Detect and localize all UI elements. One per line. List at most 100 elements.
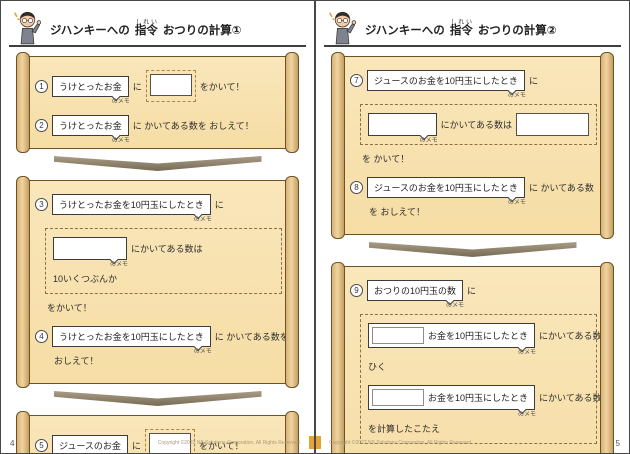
memo-label-text: うけとったお金を10円玉にしたとき [59, 332, 204, 342]
memo-label-text: お金を10円玉にしたとき [428, 393, 529, 403]
step-text: おしえて！ [54, 356, 99, 366]
answer-box[interactable] [372, 327, 424, 344]
scroll-panel-4: 7 ジュースのお金を10円玉にしたときのメモ に のメモ にかいてある数は を … [331, 52, 614, 239]
answer-box[interactable] [516, 113, 589, 136]
step-text: に [528, 76, 538, 86]
memo-suffix: のメモ [446, 303, 465, 309]
memo-suffix: のメモ [419, 138, 438, 144]
page-header: ジハンキーへの指令しれいおつりの計算② [324, 5, 621, 47]
page-number: 5 [615, 439, 620, 448]
answer-memo-box[interactable]: のメモ [368, 113, 438, 144]
group-row: のメモ にかいてある数は [53, 237, 274, 268]
step-number: 4 [35, 330, 48, 343]
scroll-panel-1: 1 うけとったお金のメモ に をかいて！ 2 うけとったお金のメモ に かいてあ… [16, 52, 299, 153]
memo-label: うけとったお金を10円玉にしたときのメモ [52, 326, 212, 355]
group-text: 10いくつぶんか [53, 274, 118, 284]
step-text: に [467, 286, 477, 296]
step-text: に [132, 81, 142, 92]
instruction-group: のメモ にかいてある数は 10いくつぶんか [45, 228, 282, 294]
memo-label-text: ジュースのお金 [59, 440, 121, 451]
memo-label-text: うけとったお金 [59, 121, 122, 131]
answer-box[interactable] [372, 389, 424, 406]
group-text: にかいてある数は [131, 244, 203, 254]
group-row: 10いくつぶんか [53, 272, 274, 285]
answer-slot [144, 429, 195, 453]
step-text: に かいてある数を [214, 332, 289, 342]
memo-suffix: のメモ [193, 349, 212, 355]
group-text: にかいてある数 [539, 393, 602, 403]
memo-suffix: のメモ [518, 350, 537, 356]
memo-label-text: うけとったお金を10円玉にしたとき [59, 200, 204, 210]
answer-memo-box[interactable]: のメモ [53, 237, 128, 268]
page-number: 4 [10, 439, 15, 448]
step-text: をかいて！ [47, 303, 92, 313]
group-row: ひく [368, 360, 589, 373]
step-number: 3 [35, 198, 48, 211]
step-number: 5 [35, 438, 48, 452]
step-text: に かいてある数を おしえて！ [132, 121, 254, 131]
step-text: に [214, 200, 224, 210]
down-arrow-icon [53, 156, 262, 171]
step-4: 4 うけとったお金を10円玉にしたときのメモ に かいてある数を [35, 326, 289, 355]
memo-label-text: ジュースのお金を10円玉にしたとき [374, 76, 518, 86]
title-ruby: 指令しれい [134, 20, 158, 37]
mascot-icon [13, 11, 42, 45]
memo-label: ジュースのお金を10円玉にしたときのメモ [367, 177, 526, 206]
scroll-panel-2: 3 うけとったお金を10円玉にしたときのメモ に のメモ にかいてある数は 10… [16, 176, 299, 388]
step-text: をかいて！ [198, 440, 244, 451]
step-7: 7 ジュースのお金を10円玉にしたときのメモ に [350, 70, 599, 99]
step-text: を おしえて！ [369, 207, 426, 217]
down-arrow-icon [368, 242, 577, 257]
group-row: を計算したこたえ [368, 422, 589, 435]
memo-label: うけとったお金のメモ [52, 75, 130, 105]
step-number: 8 [350, 181, 363, 194]
answer-box[interactable] [148, 433, 191, 453]
step-number: 9 [350, 284, 363, 297]
step-5: 5 ジュースのお金のメモ に をかいて！ [35, 429, 284, 453]
step-8: 8 ジュースのお金を10円玉にしたときのメモ に かいてある数 [350, 177, 599, 206]
memo-label: おつりの10円玉の数のメモ [367, 280, 464, 309]
step-text: を かいて！ [362, 451, 599, 453]
step-9: 9 おつりの10円玉の数のメモ に [350, 280, 599, 309]
title-text: ジハンキーへの [50, 25, 130, 37]
answer-slot [145, 70, 196, 102]
group-text: ひく [368, 362, 387, 372]
memo-suffix: のメモ [518, 412, 537, 418]
memo-label-text: おつりの10円玉の数 [374, 286, 457, 296]
memo-label-composite: お金を10円玉にしたときのメモ [368, 385, 536, 418]
group-row: お金を10円玉にしたときのメモ にかいてある数 [368, 385, 601, 418]
instruction-group: のメモ にかいてある数は [360, 104, 597, 145]
copyright: Copyright ©2022 NS Solutions Corporation… [329, 440, 473, 446]
step-1: 1 うけとったお金のメモ に をかいて！ [35, 70, 284, 105]
memo-label-text: お金を10円玉にしたとき [428, 331, 529, 341]
spine-tab [316, 436, 321, 449]
group-row: のメモ にかいてある数は [368, 113, 589, 144]
title-text: ジハンキーへの [365, 25, 445, 37]
step-2: 2 うけとったお金のメモ に かいてある数を おしえて！ [35, 115, 284, 144]
step-3: 3 うけとったお金を10円玉にしたときのメモ に [35, 194, 284, 223]
group-text: にかいてある数 [539, 331, 602, 341]
memo-suffix: のメモ [507, 200, 526, 206]
step-text: に かいてある数 [528, 183, 594, 193]
step-text: に [131, 440, 141, 451]
step-text: を かいて！ [362, 154, 410, 164]
memo-label-composite: お金を10円玉にしたときのメモ [368, 323, 536, 356]
memo-suffix: のメモ [111, 138, 130, 144]
step-number: 2 [35, 119, 48, 132]
memo-suffix: のメモ [109, 262, 128, 268]
answer-box[interactable] [149, 74, 192, 96]
spine-tab [309, 436, 314, 449]
group-row: お金を10円玉にしたときのメモ にかいてある数 [368, 323, 601, 356]
memo-suffix: のメモ [507, 93, 526, 99]
scroll-panel-5: 9 おつりの10円玉の数のメモ に お金を10円玉にしたときのメモ にかいてある… [331, 262, 614, 453]
step-number: 1 [35, 79, 48, 93]
copyright: Copyright ©2022 NS Solutions Corporation… [157, 440, 301, 446]
title-ruby: 指令しれい [449, 20, 473, 37]
step-number: 7 [350, 74, 363, 87]
memo-label: ジュースのお金を10円玉にしたときのメモ [367, 70, 526, 99]
memo-label: ジュースのお金のメモ [52, 434, 128, 453]
memo-suffix: のメモ [193, 217, 212, 223]
page-left: ジハンキーへの指令しれいおつりの計算① 1 うけとったお金のメモ に をかいて！… [1, 1, 314, 453]
page-title: ジハンキーへの指令しれいおつりの計算② [364, 20, 558, 45]
